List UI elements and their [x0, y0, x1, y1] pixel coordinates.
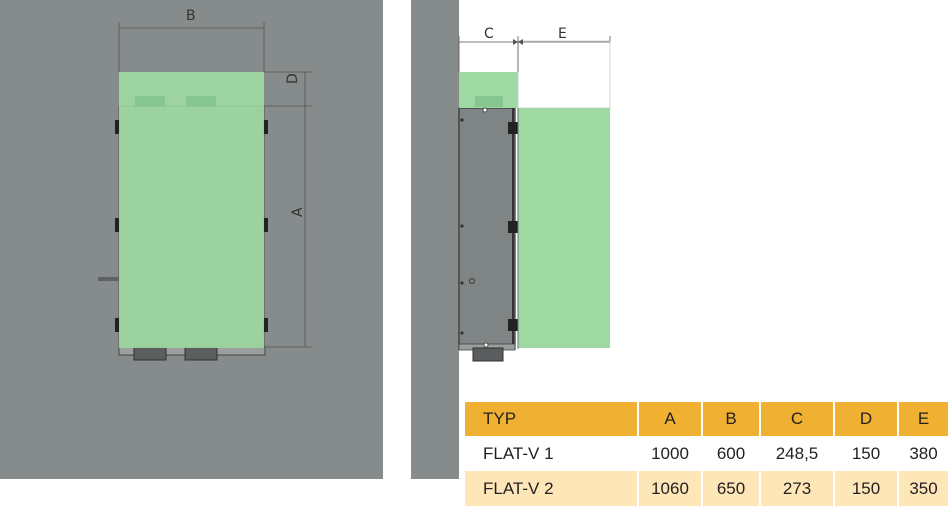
panel-vent	[135, 96, 165, 107]
bracket	[115, 218, 120, 232]
table-row: FLAT-V 1 1000 600 248,5 150 380	[465, 436, 948, 471]
dim-label-e: E	[558, 26, 567, 42]
spigot-right	[184, 346, 218, 361]
bracket	[263, 120, 268, 134]
screw	[460, 118, 464, 122]
dim-arrow	[518, 39, 523, 45]
cell-e: 380	[897, 436, 948, 471]
bracket	[508, 319, 518, 331]
top-box	[517, 40, 611, 109]
screw	[460, 281, 464, 285]
port	[483, 342, 489, 348]
cell-d: 150	[833, 471, 898, 506]
header-e: E	[897, 402, 948, 436]
header-d: D	[833, 402, 898, 436]
cell-c: 273	[759, 471, 834, 506]
spigot	[472, 347, 504, 362]
header-c: C	[759, 402, 834, 436]
header-a: A	[637, 402, 702, 436]
table-header-row: TYP A B C D E	[465, 402, 948, 436]
front-view: B D A	[0, 0, 383, 479]
side-view: C E	[411, 0, 611, 479]
bracket	[115, 120, 120, 134]
side-front-panel	[518, 108, 610, 348]
cell-a: 1060	[637, 471, 702, 506]
cell-typ: FLAT-V 1	[483, 443, 554, 463]
cell-d: 150	[833, 436, 898, 471]
port	[482, 107, 488, 113]
dim-label-d: D	[285, 73, 301, 84]
bracket	[508, 122, 518, 134]
screw	[460, 331, 464, 335]
dim-arrow	[513, 39, 518, 45]
dim-label-a: A	[290, 207, 306, 217]
front-panel	[119, 72, 264, 348]
panel-vent	[475, 96, 503, 107]
bracket	[115, 318, 120, 332]
dim-label-c: C	[484, 26, 494, 42]
header-b: B	[701, 402, 760, 436]
spigot-left	[133, 346, 167, 361]
screw	[460, 224, 464, 228]
port	[469, 278, 475, 284]
dim-label-b: B	[186, 8, 196, 24]
bracket	[263, 218, 268, 232]
cell-b: 600	[701, 436, 760, 471]
side-wall	[411, 0, 459, 479]
dimensions-table: TYP A B C D E FLAT-V 1 1000 600 248,5 15…	[465, 402, 948, 506]
bracket	[263, 318, 268, 332]
cell-c: 248,5	[759, 436, 834, 471]
cell-a: 1000	[637, 436, 702, 471]
header-typ: TYP	[465, 402, 638, 436]
drain-pipe	[98, 277, 120, 281]
cell-b: 650	[701, 471, 760, 506]
panel-vent	[186, 96, 216, 107]
cell-e: 350	[897, 471, 948, 506]
cell-typ: FLAT-V 2	[465, 471, 638, 506]
side-unit-body	[458, 107, 516, 350]
table-row: FLAT-V 2 1060 650 273 150 350	[465, 471, 948, 506]
bracket	[508, 221, 518, 233]
